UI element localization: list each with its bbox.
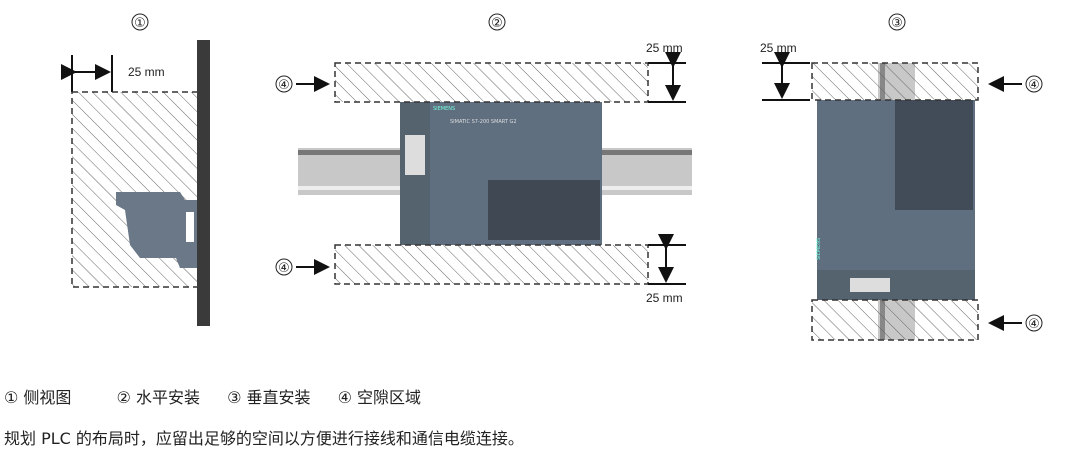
plc-model: SIMATIC S7-200 SMART G2 <box>450 119 517 125</box>
legend-item-clearance: ④ 空隙区域 <box>337 388 422 407</box>
clearance-zone-top <box>811 62 979 101</box>
legend: ① 侧视图 ② 水平安装 ③ 垂直安装 ④ 空隙区域 <box>4 384 443 408</box>
clearance-zone-bottom <box>334 244 649 285</box>
clearance-zone-top <box>334 62 649 103</box>
side-view-panel: ① 25 mm <box>61 13 210 326</box>
clearance-marker-top: ④ <box>278 78 290 93</box>
clearance-marker-bottom: ④ <box>1028 317 1040 332</box>
description-text: 规划 PLC 的布局时，应留出足够的空间以方便进行接线和通信电缆连接。 <box>4 429 524 448</box>
dimension-label-bottom: 25 mm <box>646 291 683 305</box>
dimension-label: 25 mm <box>760 41 797 55</box>
panel-number-2: ② <box>491 16 503 31</box>
plc-side-view <box>116 192 197 268</box>
installation-diagram: ① 25 mm ② 25 mm 25 mm SIEMENS SIMATIC S7… <box>61 13 1043 341</box>
legend-item-vertical: ③ 垂直安装 <box>227 388 311 407</box>
dimension-label-top: 25 mm <box>646 41 683 55</box>
horizontal-panel: ② 25 mm 25 mm SIEMENS SIMATIC S7-200 SMA… <box>275 13 692 305</box>
vertical-panel: ③ 25 mm SIEMENS ④ ④ <box>760 13 1043 341</box>
legend-item-side-view: ① 侧视图 <box>4 388 72 407</box>
panel-number-3: ③ <box>891 16 903 31</box>
plc-brand-vertical: SIEMENS <box>816 238 822 260</box>
clearance-marker-bottom: ④ <box>278 261 290 276</box>
plc-brand: SIEMENS <box>433 106 455 112</box>
mounting-wall <box>197 40 210 326</box>
clearance-marker-top: ④ <box>1028 78 1040 93</box>
dimension-label: 25 mm <box>128 65 165 79</box>
legend-item-horizontal: ② 水平安装 <box>116 388 200 407</box>
panel-number-1: ① <box>134 16 146 31</box>
clearance-zone-bottom <box>811 299 979 341</box>
